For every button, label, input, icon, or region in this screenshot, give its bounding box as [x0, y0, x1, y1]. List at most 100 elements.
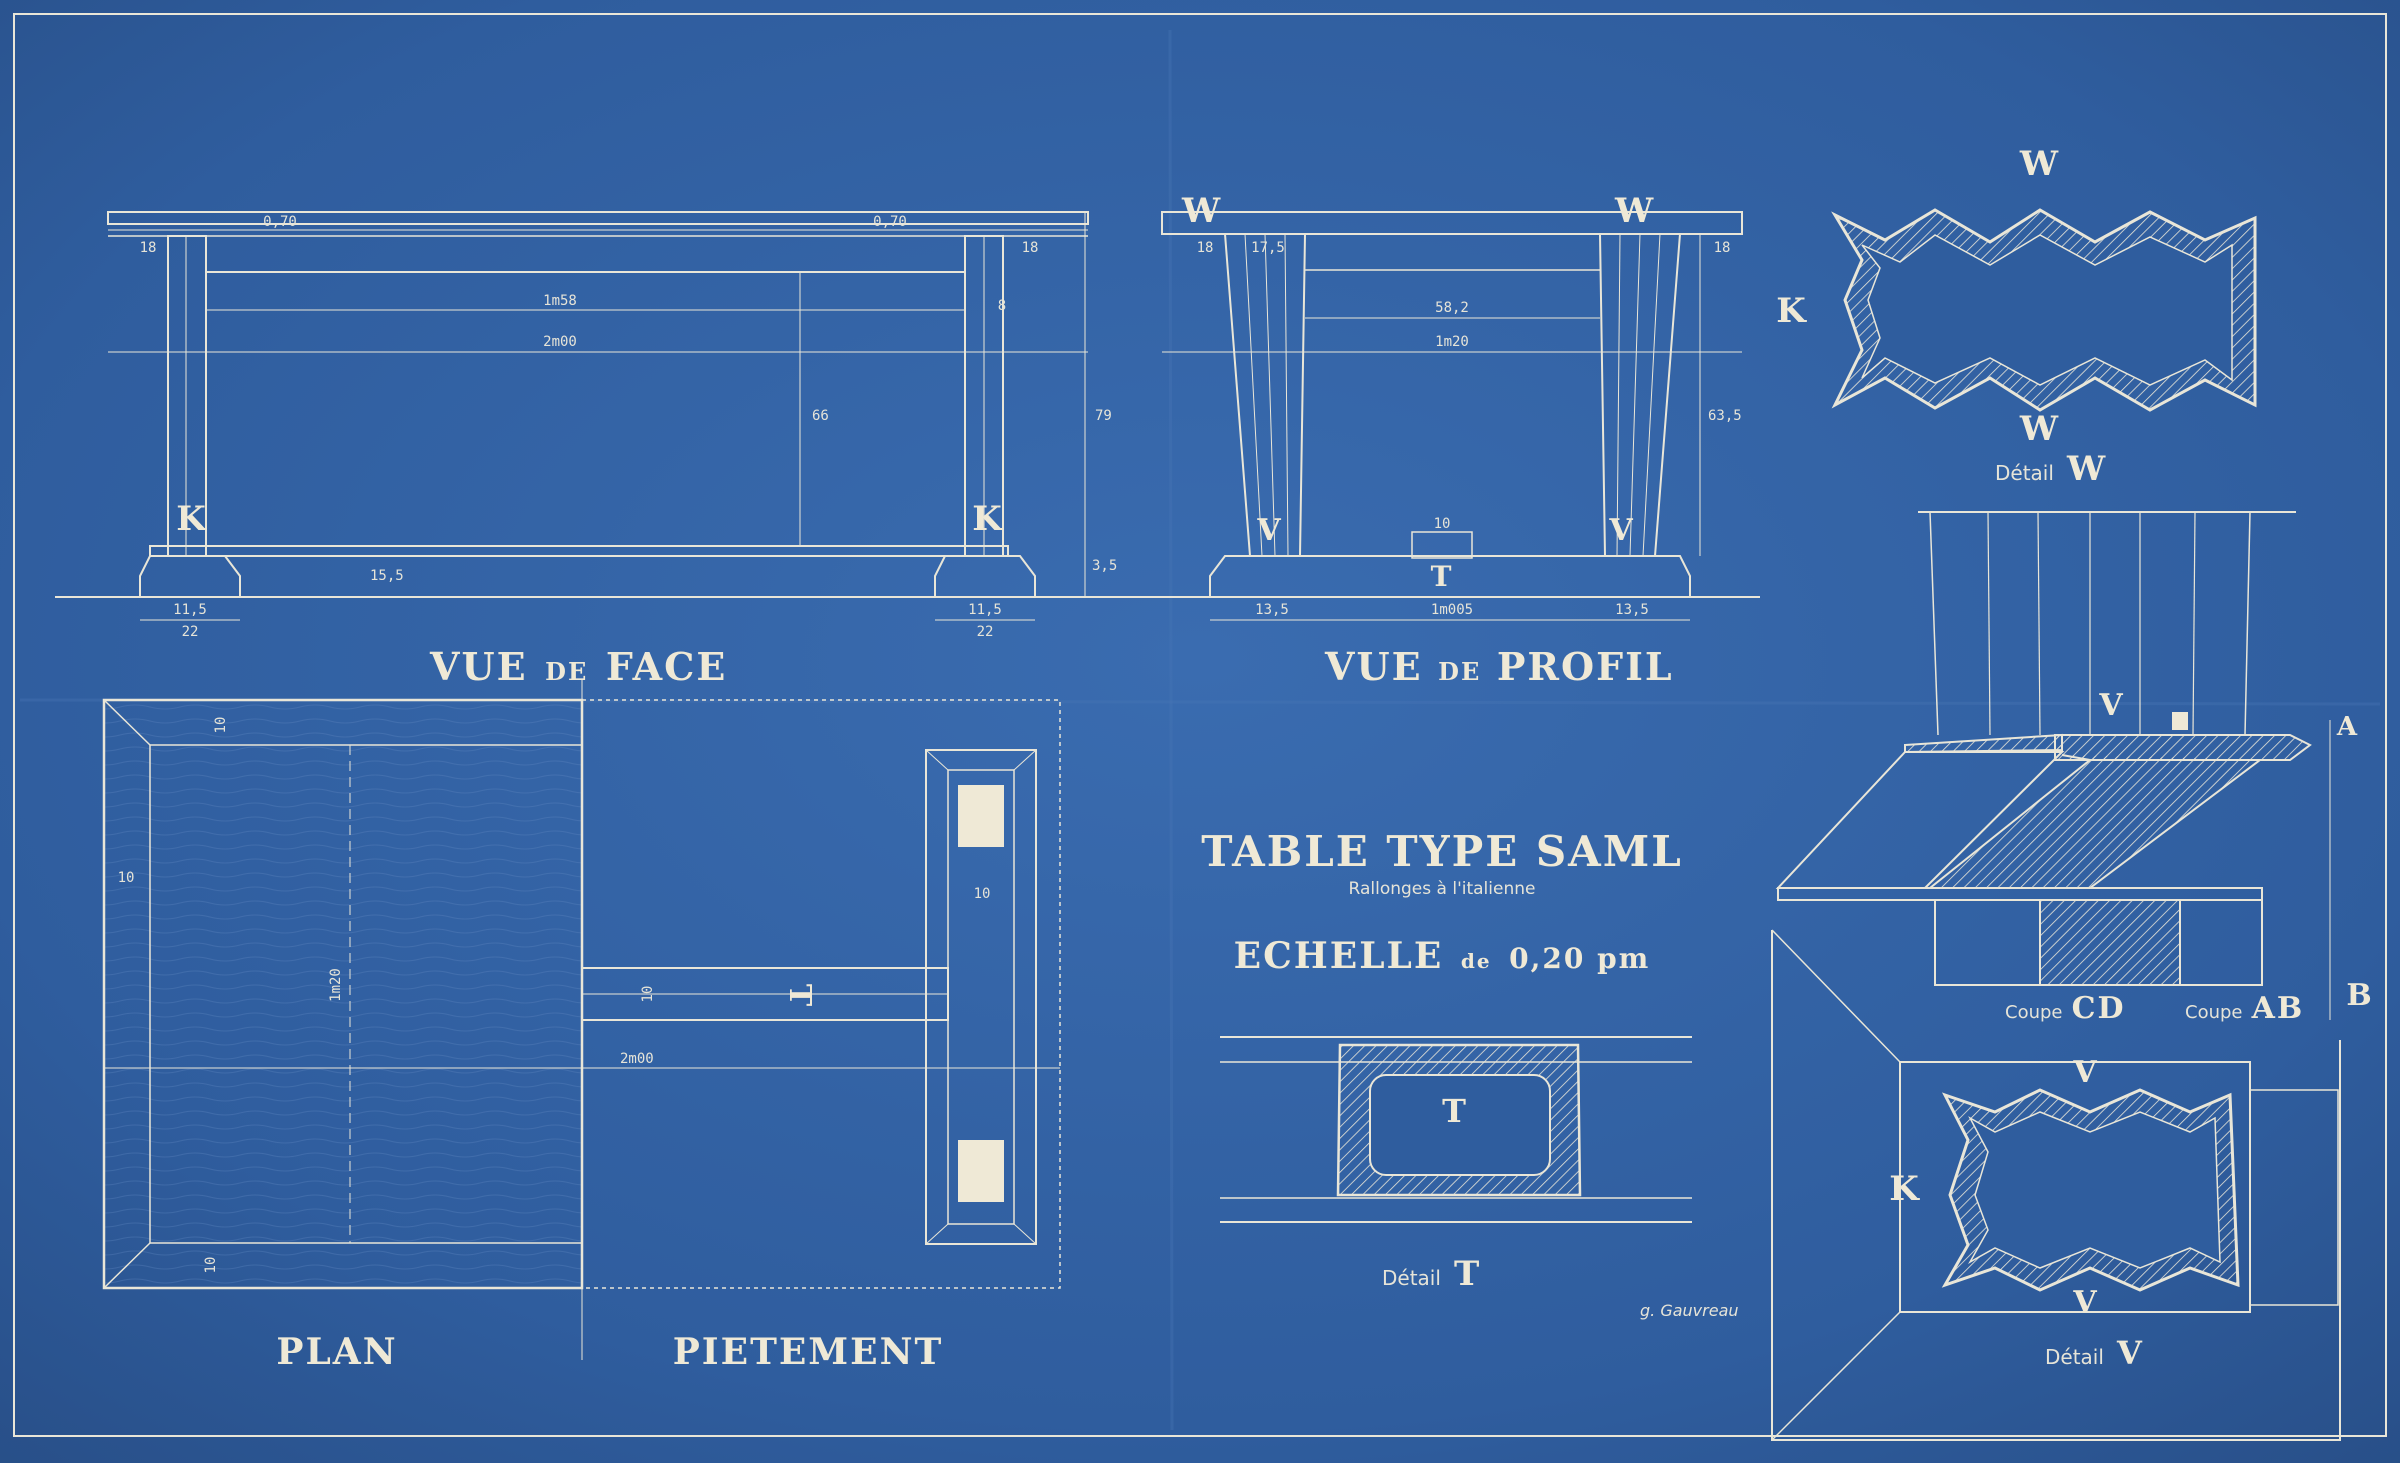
marker-k-detail-v: K — [1889, 1169, 1921, 1209]
dim-face-top-right: 0,70 — [873, 214, 907, 230]
pietement-miter-3 — [925, 1223, 949, 1245]
label-detail-v: Détail V — [2045, 1334, 2144, 1372]
dim-profil-leg-right: 18 — [1714, 240, 1731, 256]
marker-w-profil-left: W — [1181, 191, 1222, 231]
marker-k-face-right: K — [972, 499, 1004, 539]
detail-w-inner — [1861, 234, 2233, 386]
dim-plan-width: 1m20 — [328, 968, 344, 1002]
sheet-border — [13, 13, 2387, 1437]
detail-w: W W K Détail W — [1776, 144, 2257, 489]
front-view: 2m00 1m58 0,70 0,70 18 18 8 66 79 11,5 2… — [55, 211, 1145, 689]
marker-v-profil-left: V — [1256, 513, 1282, 548]
label-vue-de-profil: VUE DE PROFIL — [1324, 644, 1674, 689]
marker-k-detail-w: K — [1776, 291, 1808, 331]
marker-t-detail: T — [1442, 1092, 1468, 1130]
profil-leg-left-line-2 — [1264, 233, 1276, 557]
dim-face-height-total: 79 — [1095, 408, 1112, 424]
marker-a: A — [2336, 712, 2359, 742]
front-foot-left — [139, 555, 241, 598]
dim-face-overall: 2m00 — [543, 334, 577, 350]
marker-t-profil: T — [1431, 560, 1454, 593]
dim-plan-border-top: 10 — [213, 717, 229, 734]
coupe-section: V A B Coupe CD Coupe AB — [1775, 511, 2372, 1026]
dim-face-rail-h: 15,5 — [370, 568, 404, 584]
coupe-leg-7 — [2244, 511, 2251, 736]
profil-leg-left-line-1 — [1244, 233, 1263, 557]
detail-v-frame — [1771, 930, 2341, 1441]
dim-profil-overall: 1m20 — [1435, 334, 1469, 350]
pietement-block-bottom — [958, 1140, 1004, 1202]
drawing-subtitle: Rallonges à l'italienne — [1349, 879, 1536, 899]
profil-base — [1209, 555, 1691, 598]
dim-face-inner: 1m58 — [543, 293, 577, 309]
dim-plan-border-left: 10 — [118, 870, 135, 886]
dim-face-base-left-inner: 11,5 — [173, 602, 207, 618]
dim-profil-base-right: 13,5 — [1615, 602, 1649, 618]
marker-v-profil-right: V — [1608, 513, 1634, 548]
coupe-leg-1 — [1929, 511, 1939, 736]
coupe-leg-2 — [1987, 511, 1991, 736]
detail-v-diagonal-bottom — [1771, 1311, 1901, 1441]
plan-wood-grain — [104, 700, 582, 1288]
label-plan: PLAN — [276, 1331, 397, 1373]
coupe-marker-block — [2172, 712, 2188, 730]
dim-profil-height: 63,5 — [1708, 408, 1742, 424]
detail-t: T Détail T — [1220, 1036, 1692, 1294]
dim-piet-bar: 10 — [974, 886, 991, 902]
profil-leg-left-line-3 — [1284, 233, 1289, 557]
label-detail-t: Détail T — [1382, 1254, 1481, 1294]
label-pietement: PIETEMENT — [673, 1331, 944, 1373]
dim-profil-base-left: 13,5 — [1255, 602, 1289, 618]
dim-face-apron: 8 — [998, 298, 1006, 314]
dim-profil-bottom: 1m005 — [1431, 602, 1473, 618]
detail-v-diagonal-top — [1771, 929, 1901, 1063]
label-detail-w: Détail W — [1995, 449, 2107, 489]
dim-profil-inner: 58,2 — [1435, 300, 1469, 316]
detail-t-hollow — [1369, 1074, 1551, 1176]
title-block: TABLE TYPE SAML Rallonges à l'italienne … — [1201, 827, 1738, 1320]
drawing-title: TABLE TYPE SAML — [1201, 827, 1683, 876]
dim-plan-length: 2m00 — [620, 1051, 654, 1067]
profil-leg-right-line-2 — [1629, 233, 1641, 557]
dim-profil-leg-left: 18 — [1197, 240, 1214, 256]
pietement-outline — [581, 699, 1061, 1289]
marker-t-pietement: T — [782, 984, 817, 1008]
coupe-leg-3 — [2037, 511, 2041, 736]
dim-face-leg-right: 18 — [1022, 240, 1039, 256]
profil-leg-right-line-3 — [1642, 233, 1661, 557]
dim-face-top-left: 0,70 — [263, 214, 297, 230]
pietement-crossbar — [925, 749, 1037, 1245]
dim-plan-border-bottom: 10 — [203, 1257, 219, 1274]
marker-v-detail-top: V — [2072, 1055, 2098, 1090]
dim-profil-leg-top: 17,5 — [1251, 240, 1285, 256]
fold-line — [1168, 29, 1174, 1431]
dim-face-leg-left: 18 — [140, 240, 157, 256]
marker-v-coupe: V — [2098, 688, 2124, 723]
dim-piet-t: 10 — [640, 986, 656, 1003]
label-vue-de-face: VUE DE FACE — [429, 644, 727, 689]
profil-t-section — [1411, 531, 1473, 559]
front-stretcher — [149, 545, 1009, 557]
plan-miter-bottom — [103, 1242, 151, 1289]
label-coupe-cd: Coupe CD — [2005, 991, 2126, 1026]
marker-w-detail-top: W — [2019, 144, 2060, 184]
dim-face-base-h: 3,5 — [1092, 558, 1117, 574]
front-tabletop — [107, 211, 1089, 225]
detail-v-box-right — [2249, 1089, 2339, 1306]
coupe-leg-6 — [2192, 511, 2196, 736]
detail-v: V V K Détail V — [1771, 929, 2341, 1441]
coupe-lower-hatch — [2039, 899, 2181, 986]
drawing-signature: g. Gauvreau — [1640, 1301, 1739, 1320]
front-foot-right — [934, 555, 1036, 598]
profil-leg-right-line-1 — [1616, 233, 1621, 557]
plan-view: 1m20 2m00 10 10 10 10 10 T PLAN PIETEMEN… — [102, 680, 1061, 1373]
pietement-miter-2 — [1013, 749, 1037, 771]
plan-miter-top — [103, 699, 151, 746]
marker-w-profil-right: W — [1614, 191, 1655, 231]
side-view: 1m20 58,2 17,5 18 18 10 1m005 13,5 13,5 … — [1145, 191, 1760, 689]
marker-v-detail-bottom: V — [2072, 1285, 2098, 1320]
pietement-miter-4 — [1013, 1223, 1037, 1245]
dim-face-height-inner: 66 — [812, 408, 829, 424]
label-coupe-ab: Coupe AB — [2185, 991, 2304, 1026]
